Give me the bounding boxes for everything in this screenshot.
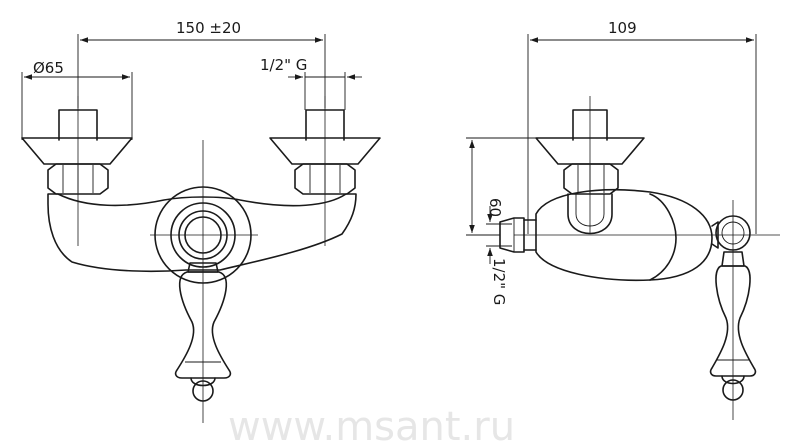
side-outlet-fitting — [499, 217, 537, 253]
dim-side-height: 60 — [466, 137, 560, 236]
right-inlet — [269, 109, 381, 195]
mixer-body — [47, 193, 357, 273]
dim-side-thread: 1/2" G — [486, 206, 512, 305]
lever-handle — [174, 262, 232, 402]
diverter-knob — [154, 186, 252, 284]
dim-front-width: 150 ±20 — [77, 19, 326, 108]
side-lever-handle — [709, 251, 757, 401]
watermark: www.msant.ru — [228, 404, 515, 445]
left-inlet — [21, 109, 133, 195]
dim-side-depth: 109 — [527, 19, 757, 234]
dim-side-depth-label: 109 — [608, 19, 637, 37]
dim-side-height-label: 60 — [486, 198, 504, 217]
dim-flange-diameter-label: Ø65 — [33, 59, 64, 77]
side-view: 109 60 1/2" G — [466, 19, 780, 420]
dim-front-thread: 1/2" G — [260, 56, 362, 110]
side-riser-inner — [575, 194, 605, 227]
front-view: 150 ±20 Ø65 1/2" G — [21, 19, 381, 423]
dim-side-thread-label: 1/2" G — [490, 258, 508, 305]
dim-front-thread-label: 1/2" G — [260, 56, 307, 74]
side-body-cap — [649, 193, 677, 281]
dim-flange-diameter: Ø65 — [21, 59, 133, 140]
side-top-inlet — [535, 109, 645, 195]
dim-front-width-label: 150 ±20 — [176, 19, 241, 37]
side-body — [535, 189, 713, 282]
side-riser — [567, 193, 613, 235]
side-handle-hub — [711, 215, 751, 251]
